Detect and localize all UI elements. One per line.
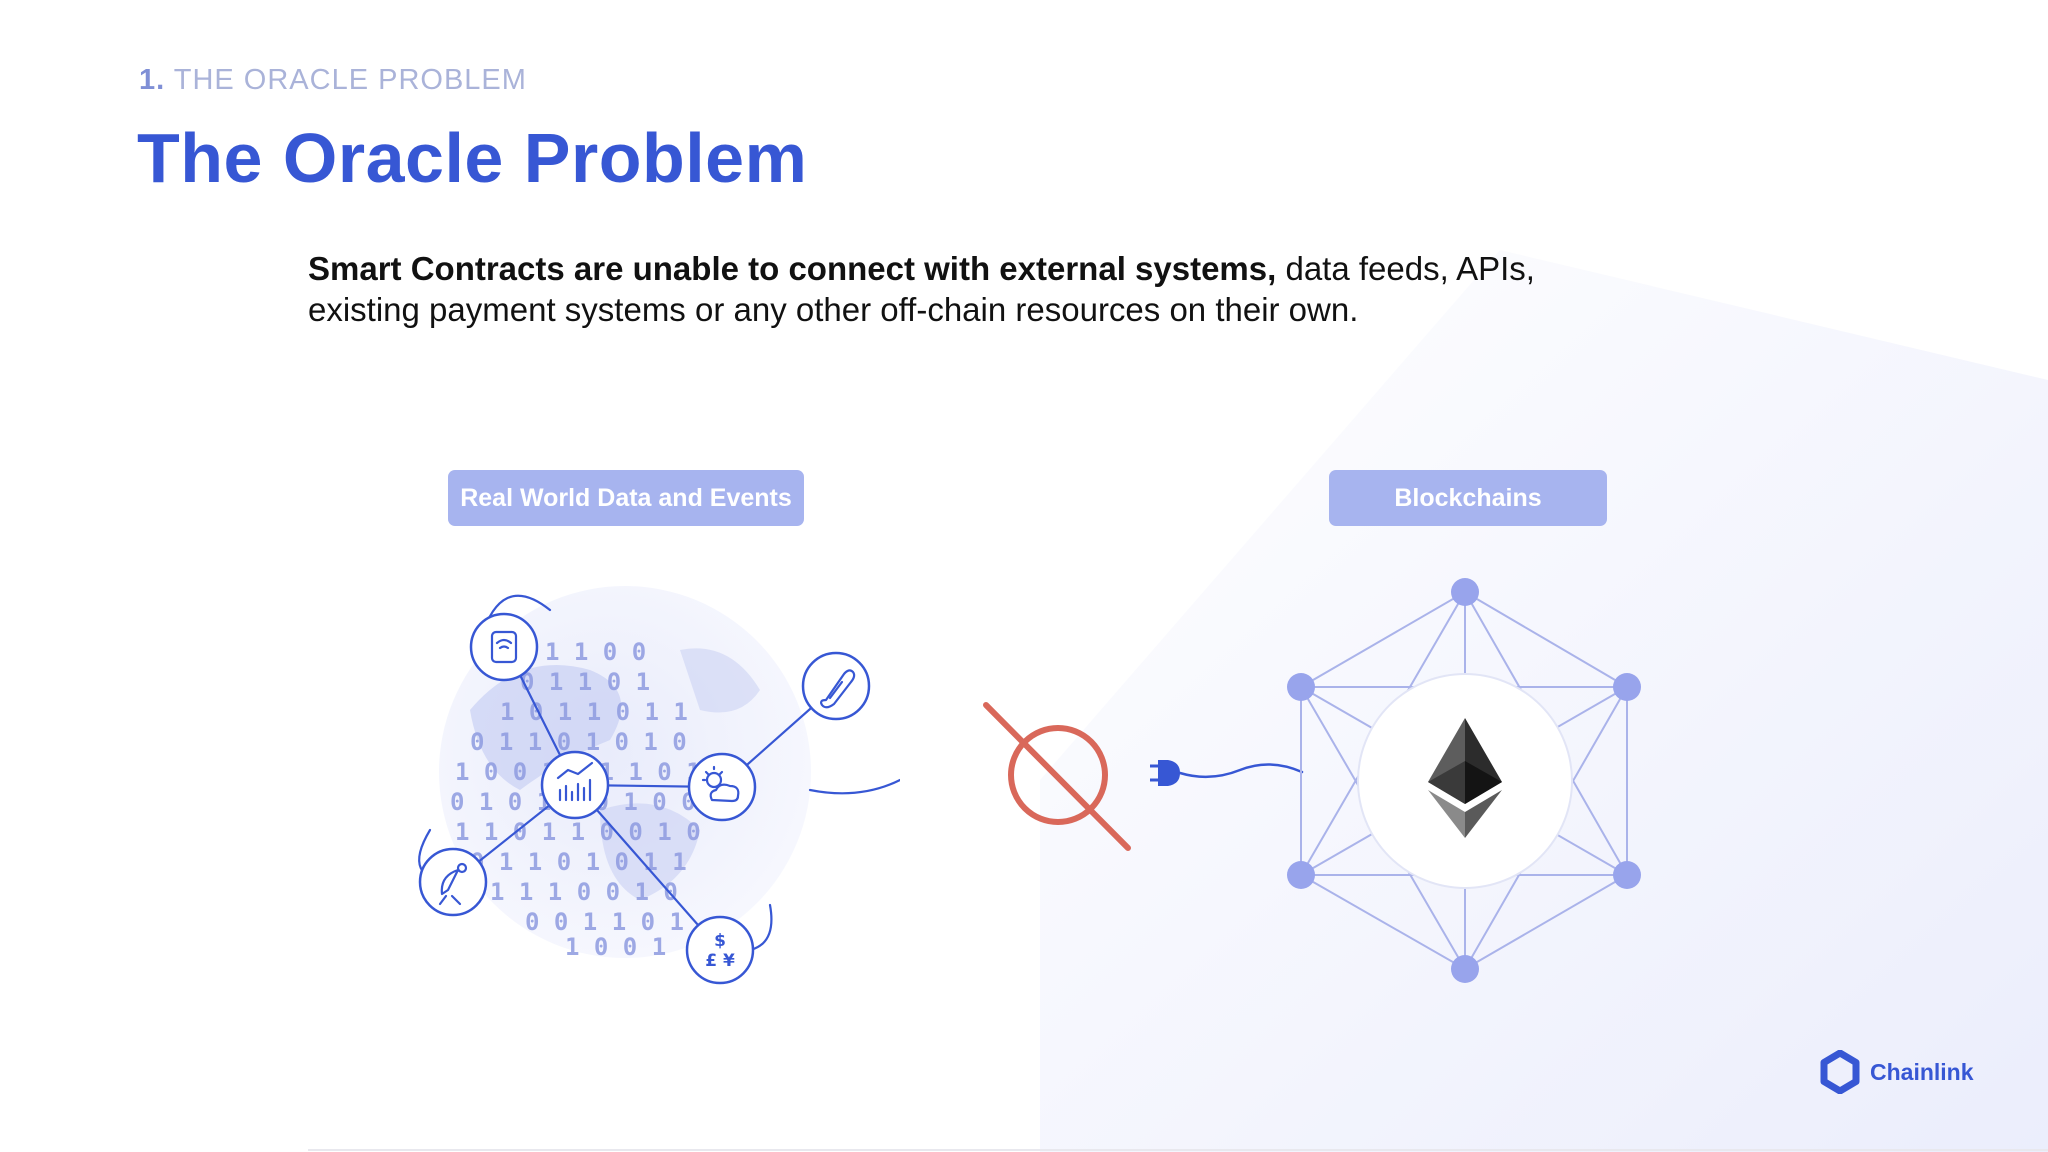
- network-node: [1613, 861, 1641, 889]
- network-node: [1287, 861, 1315, 889]
- weather-icon: [687, 752, 757, 822]
- network-node: [1613, 673, 1641, 701]
- network-node: [1451, 955, 1479, 983]
- currency-dollar: $: [714, 931, 726, 951]
- currency-icon: $ £ ¥: [685, 915, 755, 985]
- real-world-data-label: Real World Data and Events: [448, 470, 804, 526]
- svg-text:0 1 1 0 1: 0 1 1 0 1: [520, 668, 650, 696]
- no-connection-icon: [983, 702, 1131, 851]
- section-number: 1.: [139, 64, 166, 96]
- subtitle: Smart Contracts are unable to connect wi…: [308, 248, 1648, 330]
- subtitle-rest: data feeds, APIs, existing payment syste…: [308, 250, 1535, 328]
- chainlink-brand: Chainlink: [1820, 1050, 1974, 1094]
- svg-text:1 1 1 0 0 1 0: 1 1 1 0 0 1 0: [490, 878, 678, 906]
- chart-icon: [540, 750, 610, 820]
- subtitle-bold: Smart Contracts are unable to connect wi…: [308, 250, 1277, 287]
- ethereum-logo-icon: [1428, 718, 1502, 838]
- blockchains-label: Blockchains: [1329, 470, 1607, 526]
- blockchain-network: [1287, 578, 1641, 983]
- satellite-dish-icon: [418, 847, 488, 917]
- svg-text:1 0 1 1 0 1 1: 1 0 1 1 0 1 1: [500, 698, 688, 726]
- page-title: The Oracle Problem: [137, 119, 808, 197]
- network-node: [1451, 578, 1479, 606]
- currency-pound-yen: £ ¥: [705, 951, 735, 971]
- smartwatch-icon: [469, 612, 539, 682]
- globe-illustration: 1 1 0 0 0 1 1 0 1 1 0 1 1 0 1 1 0 1 1 0 …: [418, 586, 900, 985]
- globe-continent: [680, 648, 760, 713]
- section-label: 1. THE ORACLE PROBLEM: [139, 64, 527, 97]
- thermometer-icon: [801, 651, 871, 721]
- section-label-text: THE ORACLE PROBLEM: [173, 64, 527, 96]
- network-node: [1287, 673, 1315, 701]
- svg-text:1 1 0 1 1 0 0 1 0: 1 1 0 1 1 0 0 1 0: [455, 818, 701, 846]
- network-nodes: [1287, 578, 1641, 983]
- svg-text:1 0 0 1: 1 0 0 1: [565, 933, 666, 961]
- globe-continent: [600, 803, 700, 900]
- svg-text:0 1 1 0 1 0 1 1: 0 1 1 0 1 0 1 1: [470, 848, 687, 876]
- bottom-divider: [308, 1149, 2048, 1151]
- svg-text:1 1 0 0: 1 1 0 0: [545, 638, 646, 666]
- chainlink-logo-icon: [1820, 1050, 1860, 1094]
- plug-icon: [1150, 760, 1304, 786]
- svg-text:0 0 1 1 0 1: 0 0 1 1 0 1: [525, 908, 684, 936]
- chainlink-brand-name: Chainlink: [1870, 1058, 1974, 1085]
